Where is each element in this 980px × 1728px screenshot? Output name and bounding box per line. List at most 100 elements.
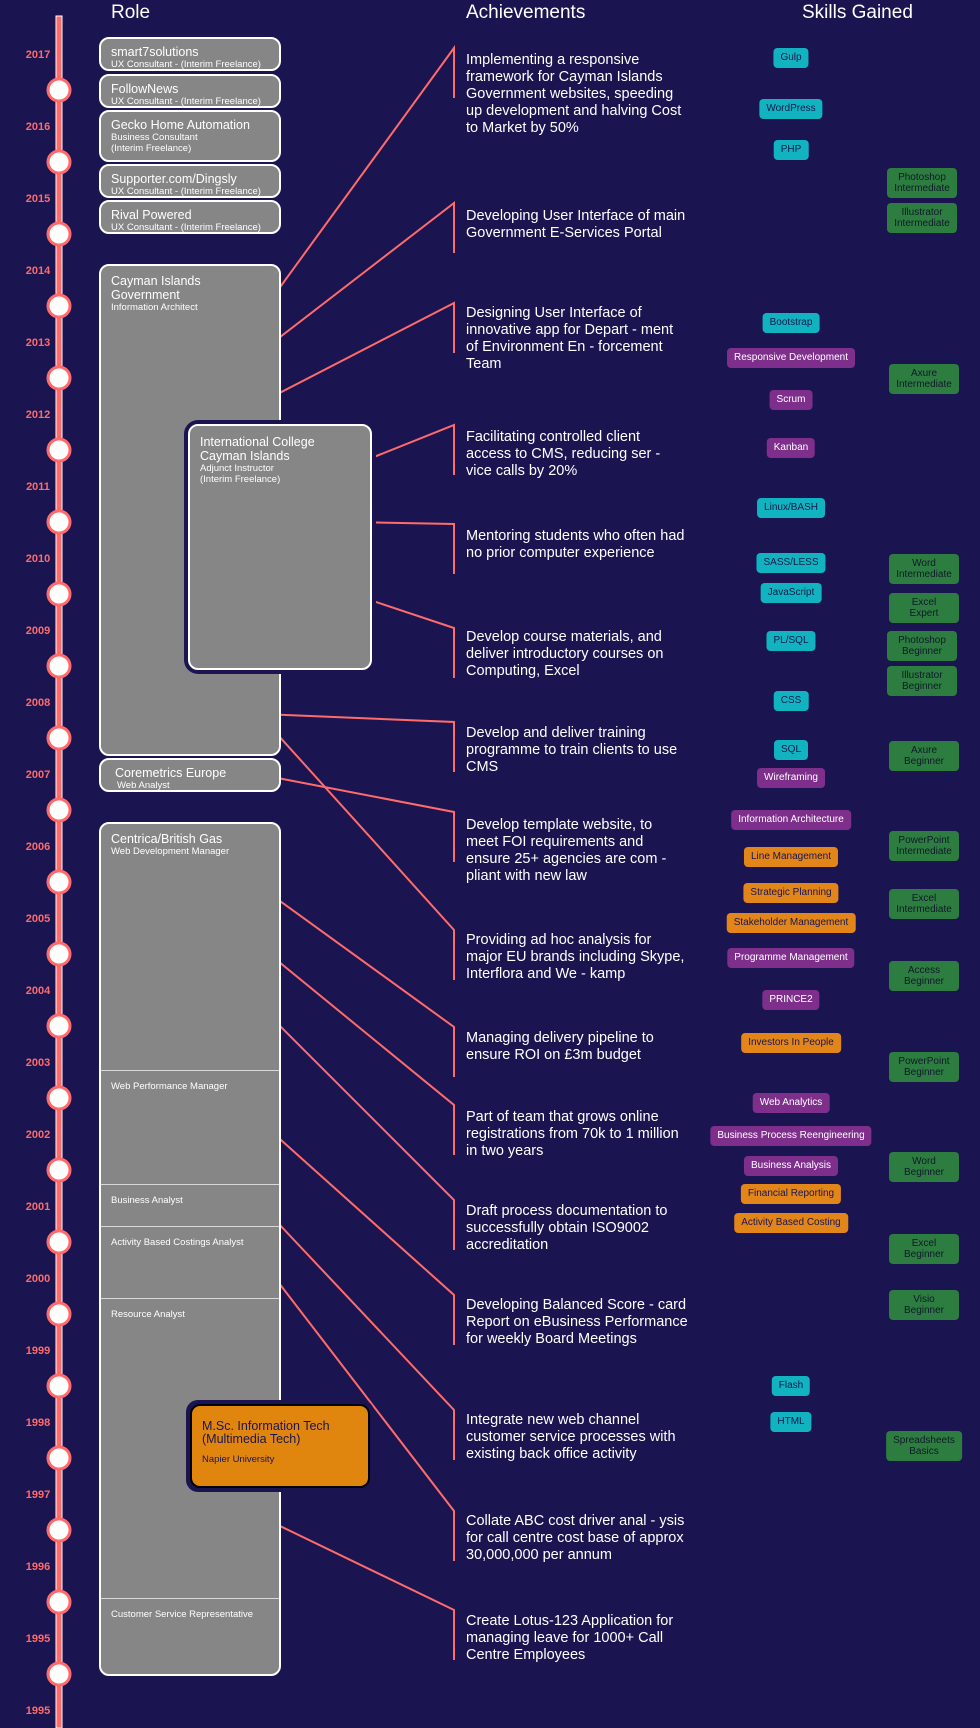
year-label: 2004 [25, 985, 51, 997]
achievement-text: Developing User Interface of main Govern… [466, 208, 686, 241]
year-label: 1996 [25, 1561, 51, 1573]
skill-level-line: Excel [911, 597, 937, 608]
role-title: Cayman Islands Government [111, 274, 201, 302]
year-label: 2007 [25, 769, 51, 781]
role-subtitle: UX Consultant - (Interim Freelance) [111, 186, 261, 197]
timeline-node [46, 221, 72, 247]
skill-badge: Line Management [743, 847, 839, 867]
skill-badge: PRINCE2 [762, 990, 820, 1010]
year-label: 2014 [25, 265, 51, 277]
skill-level-line: Axure [910, 745, 938, 756]
timeline-node [46, 77, 72, 103]
skill-badge: Flash [771, 1376, 811, 1396]
year-label: 2010 [25, 553, 51, 565]
timeline-node [46, 1661, 72, 1687]
role-subtitle: UX Consultant - (Interim Freelance) [111, 96, 261, 107]
achievement-text: Developing Balanced Score - card Report … [466, 1297, 688, 1347]
skill-level-line: Basics [909, 1446, 939, 1457]
timeline-node [46, 581, 72, 607]
achievement-text: Providing ad hoc analysis for major EU b… [466, 932, 685, 982]
skill-level-line: Excel [911, 893, 937, 904]
skill-level-line: Intermediate [896, 846, 952, 857]
skill-badge: PHP [773, 140, 809, 160]
year-label: 2008 [25, 697, 51, 709]
achievement-text: Designing User Interface of innovative a… [466, 305, 674, 372]
achievements-header: Achievements [466, 2, 586, 23]
skill-badge: Wireframing [757, 768, 825, 788]
skill-badge: SQL [773, 740, 809, 760]
role-subtitle: Adjunct Instructor [200, 463, 274, 474]
achievement-connector [261, 774, 455, 862]
role-activity-based-costings-analyst: Activity Based Costings Analyst [101, 1226, 279, 1248]
skill-badge: Investors In People [741, 1033, 841, 1053]
skill-badge: Bootstrap [762, 313, 820, 333]
timeline-node [46, 653, 72, 679]
skill-level-line: Beginner [903, 1249, 945, 1260]
role-subtitle: Information Architect [111, 302, 198, 313]
achievement-connector [261, 1122, 455, 1345]
role-header: Role [111, 2, 151, 23]
achievement-text: Integrate new web channel customer servi… [466, 1412, 676, 1462]
skill-badge: Activity Based Costing [734, 1213, 848, 1233]
skill-badge: Stakeholder Management [726, 913, 856, 933]
year-label: 2015 [25, 193, 51, 205]
year-label: 1997 [25, 1489, 51, 1501]
role-subtitle: Business Consultant [111, 132, 198, 143]
role-subtitle: (Interim Freelance) [200, 474, 281, 485]
skill-level-line: Beginner [903, 976, 945, 987]
achievement-text: Develop course materials, and deliver in… [466, 629, 664, 679]
skill-level-line: Word [912, 1156, 936, 1167]
achievement-connector [261, 44, 455, 313]
skill-badge: Kanban [766, 438, 816, 458]
timeline-node [46, 1013, 72, 1039]
skill-level-line: Word [912, 558, 936, 569]
skill-level-line: Access [907, 965, 941, 976]
timeline-node [46, 797, 72, 823]
role-subtitle: UX Consultant - (Interim Freelance) [111, 59, 261, 70]
skills-header: Skills Gained [802, 2, 913, 23]
achievement-text: Facilitating controlled client access to… [466, 429, 661, 479]
role-customer-service-representative: Customer Service Representative [101, 1598, 279, 1620]
skill-badge: HTML [770, 1412, 812, 1432]
skill-badge: Business Process Reengineering [710, 1126, 872, 1146]
skill-level-line: Spreadsheets [893, 1435, 955, 1446]
achievement-text: Implementing a responsive framework for … [466, 52, 682, 136]
skill-level-line: Beginner [901, 681, 943, 692]
achievement-connector [261, 1007, 455, 1250]
year-label: 2011 [26, 481, 50, 493]
skill-badge: Gulp [773, 48, 809, 68]
skill-level-line: Beginner [901, 646, 943, 657]
year-label: 2012 [25, 409, 51, 421]
timeline-node [46, 1445, 72, 1471]
role-msc-information-tech: M.Sc. Information Tech (Multimedia Tech)… [190, 1404, 370, 1488]
skill-badge: JavaScript [760, 583, 822, 603]
achievement-connector [261, 713, 455, 772]
skill-badge: WordPress [759, 99, 823, 119]
skill-level-line: Axure [910, 368, 938, 379]
role-business-analyst: Business Analyst [101, 1184, 279, 1206]
role-title: Gecko Home Automation [111, 118, 250, 132]
role-title: FollowNews [111, 82, 179, 96]
skill-badge: CSS [773, 691, 809, 711]
timeline-node [46, 1301, 72, 1327]
skill-level-line: Excel [911, 1238, 937, 1249]
role-resource-analyst: Resource Analyst [101, 1298, 279, 1320]
skill-level-line: Photoshop [898, 172, 946, 183]
timeline-node [46, 941, 72, 967]
year-label: 2006 [25, 841, 51, 853]
timeline-node [46, 725, 72, 751]
skill-level-line: Intermediate [894, 183, 950, 194]
timeline-node [46, 365, 72, 391]
